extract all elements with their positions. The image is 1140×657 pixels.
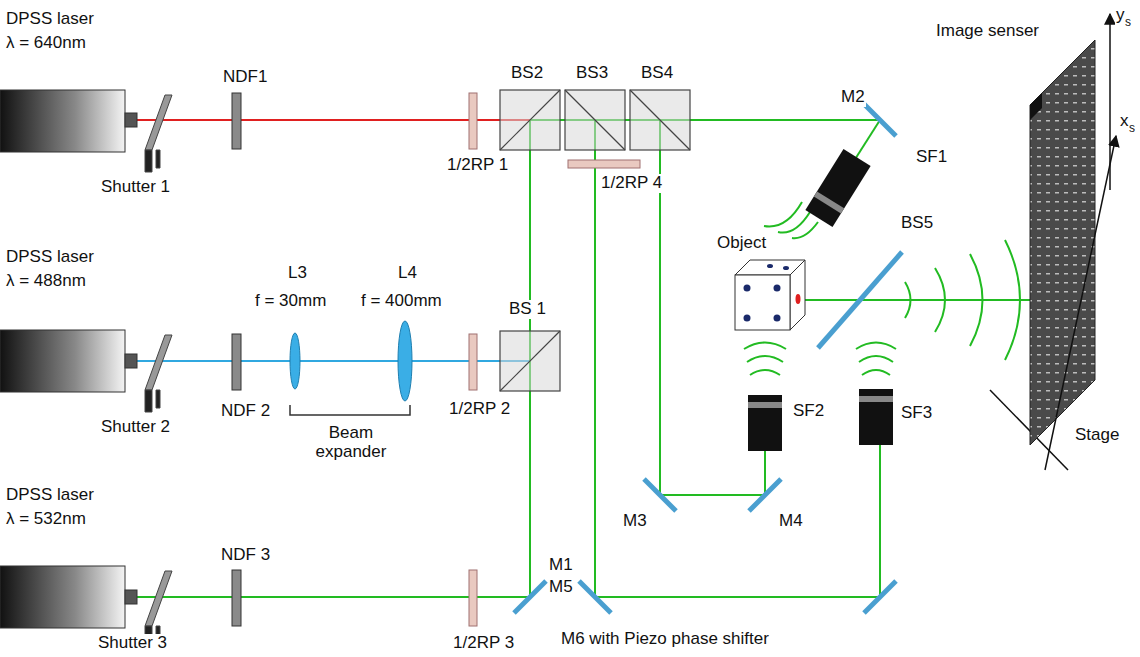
part-label: SF3 [900,404,933,423]
part-label: BS 1 [508,300,547,319]
part-label: M4 [778,512,804,531]
part-label: NDF 3 [220,546,271,565]
part-label: λ = 532nm [5,510,87,529]
part-label: SF2 [792,402,825,421]
part-label: x [1119,112,1130,131]
part-label: M6 with Piezo phase shifter [560,630,770,649]
part-label: s [1124,16,1132,29]
part-label: M5 [548,578,574,597]
part-label: M2 [840,88,866,107]
part-label: Shutter 3 [97,634,168,653]
part-label: SF1 [915,148,948,167]
part-label: BS3 [575,64,609,83]
part-label: y [1115,6,1126,25]
part-label: M1 [548,556,574,575]
part-label: s [1128,122,1136,135]
part-label: M3 [622,512,648,531]
part-label: f = 30mm [254,292,327,311]
part-label: 1/2RP 1 [446,156,509,175]
part-label: DPSS laser [5,10,95,29]
part-label: NDF1 [222,68,268,87]
part-label: BS5 [900,214,934,233]
part-label: Beam expander [310,424,392,461]
part-label: Shutter 2 [100,418,171,437]
part-label: DPSS laser [5,248,95,267]
part-label: Image senser [935,22,1040,41]
part-label: DPSS laser [5,486,95,505]
part-label: Shutter 1 [100,178,171,197]
part-label: Object [716,234,767,253]
part-label: f = 400mm [360,292,443,311]
part-label: NDF 2 [220,402,271,421]
part-label: L3 [287,264,308,283]
part-label: L4 [397,264,418,283]
part-label: 1/2RP 3 [452,634,515,653]
part-label: 1/2RP 2 [448,400,511,419]
part-label: BS2 [510,64,544,83]
part-label: Stage [1074,426,1120,445]
part-label: 1/2RP 4 [600,174,663,193]
part-label: λ = 488nm [5,272,87,291]
part-label: BS4 [640,64,674,83]
part-label: λ = 640nm [5,34,87,53]
